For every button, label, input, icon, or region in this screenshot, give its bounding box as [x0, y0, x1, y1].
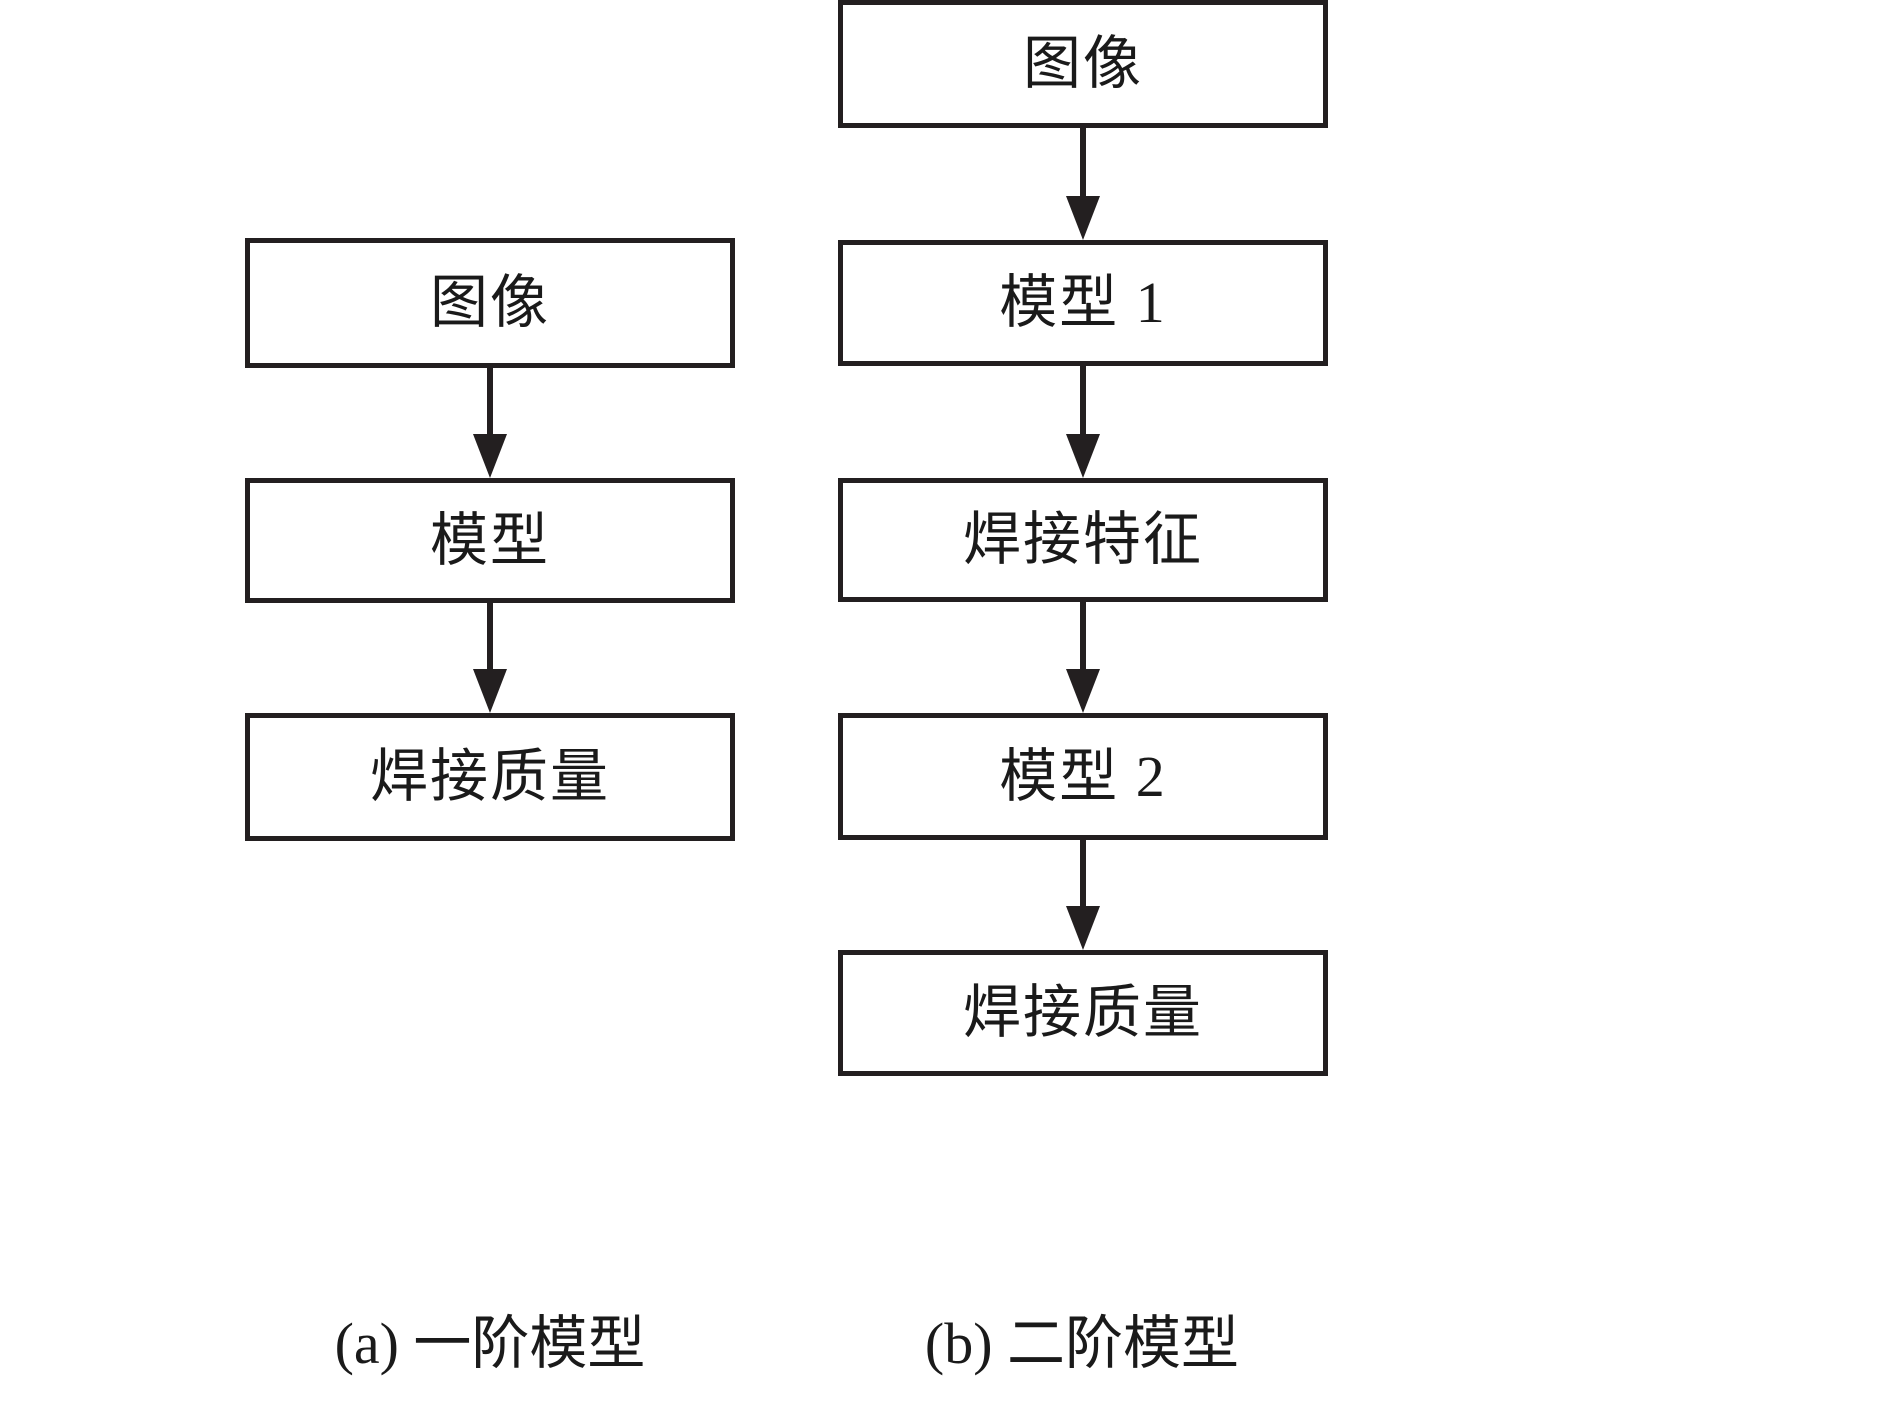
arrow-shaft	[1080, 366, 1086, 434]
arrow-head	[1066, 434, 1100, 478]
node-b2-model-1: 模型 1	[838, 240, 1328, 366]
arrow-shaft	[487, 603, 493, 669]
node-a1-image: 图像	[245, 238, 735, 368]
arrow-b4-to-b5	[1063, 840, 1103, 950]
node-a3-weld-quality: 焊接质量	[245, 713, 735, 841]
node-b4-label: 模型 2	[999, 743, 1167, 809]
arrow-head	[1066, 669, 1100, 713]
arrow-head	[1066, 196, 1100, 240]
arrow-shaft	[1080, 128, 1086, 196]
arrow-head	[1066, 906, 1100, 950]
panel-first-order-model: 图像 模型 焊接质量	[245, 0, 735, 1401]
node-b3-weld-feature: 焊接特征	[838, 478, 1328, 602]
node-b5-weld-quality: 焊接质量	[838, 950, 1328, 1076]
arrow-shaft	[487, 368, 493, 434]
node-a2-label: 模型	[429, 507, 550, 573]
arrow-head	[473, 669, 507, 713]
node-b3-label: 焊接特征	[962, 507, 1203, 572]
arrow-shaft	[1080, 840, 1086, 906]
node-b2-label: 模型 1	[999, 270, 1167, 335]
arrow-shaft	[1080, 602, 1086, 669]
node-a2-model: 模型	[245, 478, 735, 603]
caption-panel-a: (a) 一阶模型	[334, 1311, 646, 1376]
node-b5-label: 焊接质量	[962, 980, 1203, 1045]
node-a1-label: 图像	[429, 270, 550, 335]
node-b1-image: 图像	[838, 0, 1328, 128]
arrow-b1-to-b2	[1063, 128, 1103, 240]
arrow-a2-to-a3	[470, 603, 510, 713]
arrow-a1-to-a2	[470, 368, 510, 478]
caption-panel-b: (b) 二阶模型	[924, 1311, 1240, 1376]
arrow-head	[473, 434, 507, 478]
panel-second-order-model: 图像 模型 1 焊接特征 模型 2 焊接质量	[838, 0, 1328, 1401]
node-b1-label: 图像	[1022, 31, 1143, 96]
node-b4-model-2: 模型 2	[838, 713, 1328, 840]
node-a3-label: 焊接质量	[369, 744, 610, 809]
arrow-b2-to-b3	[1063, 366, 1103, 478]
arrow-b3-to-b4	[1063, 602, 1103, 713]
